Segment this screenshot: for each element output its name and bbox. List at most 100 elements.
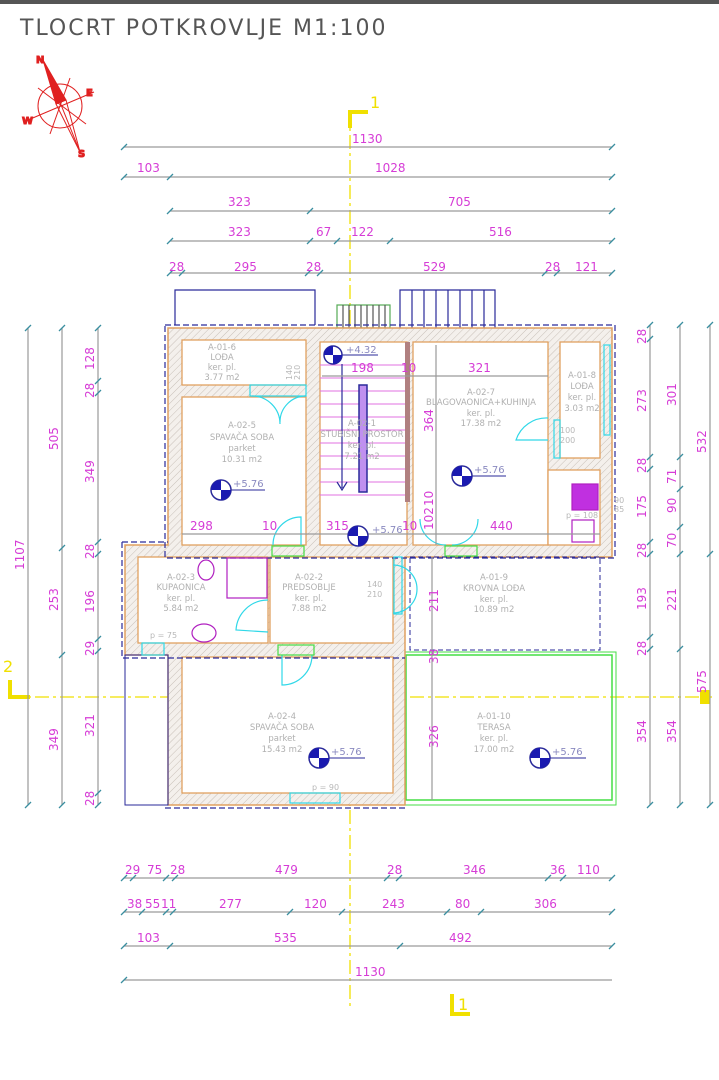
svg-text:3.03 m2: 3.03 m2 (564, 404, 599, 414)
dim-label: 1130 (352, 132, 383, 146)
doors (141, 344, 611, 804)
dim-label: 277 (219, 897, 242, 911)
dim-label: 80 (455, 897, 470, 911)
dim-label: 198 (351, 361, 374, 375)
svg-text:TERASA: TERASA (476, 723, 510, 733)
svg-text:210: 210 (293, 365, 302, 380)
dim-label: 492 (449, 931, 472, 945)
svg-text:ker. pl.: ker. pl. (480, 734, 508, 744)
section-marker-bottom: 1 (458, 995, 468, 1014)
opening-labels: 140 210 140 210 100 200 90 85 p = 75 p =… (150, 365, 624, 792)
svg-text:ker. pl.: ker. pl. (467, 409, 495, 419)
dim-label: 315 (326, 519, 349, 533)
dim-label: 306 (534, 897, 557, 911)
roof-loggia-outline (409, 556, 601, 651)
dim-label: 28 (635, 641, 649, 656)
dim-label: 90 (665, 498, 679, 513)
left-dimensions: 1107 505 253 349 128 28 349 28 196 29 32… (13, 347, 97, 806)
level-marker-icon: +5.76 (210, 479, 265, 501)
drawing-title: TLOCRT POTKROVLJE M1:100 (20, 16, 388, 41)
svg-text:A-02-3: A-02-3 (167, 573, 195, 583)
svg-text:90: 90 (614, 496, 624, 505)
dim-label: 221 (665, 588, 679, 611)
level-marker-icon: +5.76 (347, 525, 403, 547)
kitchen-sink-icon (571, 519, 595, 543)
svg-text:ker. pl.: ker. pl. (295, 594, 323, 604)
dim-label: 532 (695, 430, 709, 453)
dim-label: 705 (448, 195, 471, 209)
dim-label: 75 (147, 863, 162, 877)
svg-text:210: 210 (367, 590, 382, 599)
svg-text:3.77 m2: 3.77 m2 (204, 373, 239, 383)
dim-label: 354 (635, 720, 649, 743)
dim-label: 11 (161, 897, 176, 911)
svg-text:140: 140 (285, 365, 294, 380)
bottom-dimensions: 29 75 28 479 28 346 36 110 38 55 11 277 … (125, 863, 600, 979)
svg-text:parket: parket (228, 444, 256, 454)
dim-label: 28 (83, 383, 97, 398)
svg-text:A-01-9: A-01-9 (480, 573, 508, 583)
dim-label: 321 (83, 714, 97, 737)
top-dimensions: 1130 103 1028 323 705 323 67 122 516 28 … (137, 132, 598, 274)
svg-text:ker. pl.: ker. pl. (480, 595, 508, 605)
right-dimensions: 28 273 28 175 28 193 28 354 301 71 90 70… (635, 329, 709, 743)
dim-label: 28 (83, 791, 97, 806)
dim-label: 505 (47, 427, 61, 450)
svg-text:SPAVAČA SOBA: SPAVAČA SOBA (210, 431, 275, 443)
svg-text:17.00 m2: 17.00 m2 (474, 745, 515, 755)
dim-label: 1028 (375, 161, 406, 175)
dim-label: 28 (635, 458, 649, 473)
svg-text:15.43 m2: 15.43 m2 (262, 745, 303, 755)
roof-edge-outline-lower (121, 541, 405, 809)
svg-text:+5.76: +5.76 (474, 465, 505, 476)
compass-rose-icon: N E S W (22, 55, 95, 161)
section-marker-left: 2 (3, 657, 13, 676)
level-marker-icon: +4.32 (323, 345, 378, 365)
svg-text:+5.76: +5.76 (552, 747, 583, 758)
svg-text:10.89 m2: 10.89 m2 (474, 605, 515, 615)
svg-text:100: 100 (560, 426, 575, 435)
shower-icon (226, 557, 268, 599)
svg-text:STUBIŠNI PROSTOR: STUBIŠNI PROSTOR (320, 428, 403, 440)
dim-label: 516 (489, 225, 512, 239)
svg-text:7.88 m2: 7.88 m2 (291, 604, 326, 614)
dim-label: 28 (170, 863, 185, 877)
compass-s: S (78, 149, 85, 160)
svg-text:ker. pl.: ker. pl. (348, 441, 376, 451)
dim-label: 29 (125, 863, 140, 877)
svg-text:A-02-2: A-02-2 (295, 573, 323, 583)
svg-text:KROVNA LOĐA: KROVNA LOĐA (463, 584, 525, 594)
stove-icon (571, 483, 599, 511)
dim-label: 440 (490, 519, 513, 533)
roof-edge-outline (164, 324, 616, 559)
level-marker-icon: +5.76 (308, 747, 365, 769)
dim-label: 120 (304, 897, 327, 911)
dim-label: 175 (635, 495, 649, 518)
dim-label: 128 (83, 347, 97, 370)
dim-label: 70 (665, 533, 679, 548)
svg-text:+5.76: +5.76 (372, 525, 403, 536)
svg-text:200: 200 (560, 436, 575, 445)
dim-label: 28 (635, 329, 649, 344)
level-marker-icon: +5.76 (529, 747, 586, 769)
dim-label: 10 (262, 519, 277, 533)
dim-label: 321 (468, 361, 491, 375)
terrace-outline (405, 654, 613, 801)
dim-label: 346 (463, 863, 486, 877)
dim-label: 28 (169, 260, 184, 274)
dim-label: 28 (387, 863, 402, 877)
dim-label: 122 (351, 225, 374, 239)
dim-label: 535 (274, 931, 297, 945)
elevation-markers: +4.32 +5.76 +5.76 +5.76 +5.76 +5.76 (210, 345, 586, 769)
dim-label: 28 (545, 260, 560, 274)
